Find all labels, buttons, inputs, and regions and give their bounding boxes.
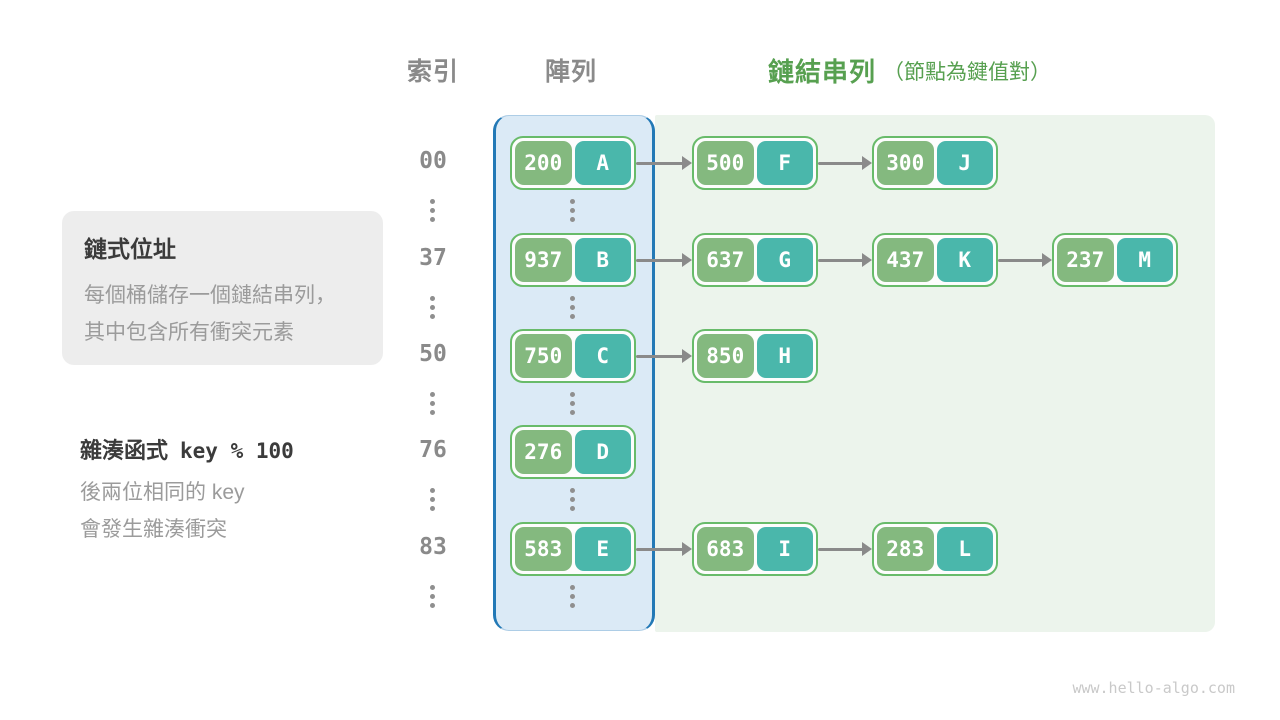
index-ellipsis-icon (430, 296, 435, 319)
arrow-shaft (818, 547, 865, 551)
node-key: 300 (877, 141, 934, 185)
next-pointer-arrow (818, 156, 872, 170)
arrow-shaft (818, 258, 865, 262)
next-pointer-arrow (818, 253, 872, 267)
arrow-shaft (818, 161, 865, 165)
arrowhead-icon (862, 253, 872, 267)
node-value: I (756, 527, 813, 571)
bucket-index-label: 37 (419, 245, 447, 271)
linked-list-column-header: 鏈結串列 （節點為鍵值對） (768, 52, 1051, 89)
index-ellipsis-icon (430, 585, 435, 608)
node-value: K (936, 238, 993, 282)
next-pointer-arrow (636, 253, 692, 267)
node-key: 683 (697, 527, 754, 571)
arrowhead-icon (682, 253, 692, 267)
next-pointer-arrow (636, 156, 692, 170)
arrowhead-icon (682, 349, 692, 363)
chaining-note-line: 其中包含所有衝突元素 (84, 321, 294, 344)
arrowhead-icon (862, 156, 872, 170)
arrow-shaft (998, 258, 1045, 262)
arrowhead-icon (1042, 253, 1052, 267)
hash-function-note: 雜湊函式 key % 100 後兩位相同的 key 會發生雜湊衝突 (80, 433, 294, 548)
hash-note-line: 後兩位相同的 key (80, 481, 245, 504)
linked-list-header-title: 鏈結串列 (768, 57, 877, 87)
node-value: C (574, 334, 631, 378)
hash-function-label: 雜湊函式 (80, 438, 169, 463)
array-ellipsis-icon (570, 296, 575, 319)
index-ellipsis-icon (430, 488, 435, 511)
arrow-shaft (636, 547, 685, 551)
chaining-note-line: 每個桶儲存一個鏈結串列， (84, 284, 336, 307)
arrow-shaft (636, 161, 685, 165)
arrowhead-icon (682, 156, 692, 170)
node-value: H (756, 334, 813, 378)
node-value: J (936, 141, 993, 185)
node-key: 500 (697, 141, 754, 185)
node-key: 200 (515, 141, 572, 185)
node-value: M (1116, 238, 1173, 282)
node-key: 276 (515, 430, 572, 474)
chaining-note-box: 鏈式位址 每個桶儲存一個鏈結串列， 其中包含所有衝突元素 (62, 211, 383, 365)
node-value: F (756, 141, 813, 185)
hash-function-title: 雜湊函式 key % 100 (80, 433, 294, 465)
node-value: D (574, 430, 631, 474)
arrowhead-icon (682, 542, 692, 556)
watermark: www.hello-algo.com (1072, 679, 1235, 697)
next-pointer-arrow (998, 253, 1052, 267)
arrow-shaft (636, 354, 685, 358)
index-column-header: 索引 (406, 58, 459, 86)
next-pointer-arrow (636, 349, 692, 363)
next-pointer-arrow (818, 542, 872, 556)
node-value: B (574, 238, 631, 282)
node-value: G (756, 238, 813, 282)
arrow-shaft (636, 258, 685, 262)
node-value: E (574, 527, 631, 571)
node-key: 237 (1057, 238, 1114, 282)
node-value: A (574, 141, 631, 185)
index-ellipsis-icon (430, 392, 435, 415)
array-ellipsis-icon (570, 585, 575, 608)
index-ellipsis-icon (430, 199, 435, 222)
array-column-header: 陣列 (544, 58, 597, 86)
hash-function-code: key % 100 (180, 439, 294, 463)
linked-list-header-note: （節點為鍵值對） (883, 60, 1052, 84)
arrowhead-icon (862, 542, 872, 556)
node-value: L (936, 527, 993, 571)
array-ellipsis-icon (570, 199, 575, 222)
node-key: 937 (515, 238, 572, 282)
bucket-index-label: 50 (419, 341, 447, 367)
node-key: 850 (697, 334, 754, 378)
array-ellipsis-icon (570, 392, 575, 415)
bucket-index-label: 76 (419, 437, 447, 463)
hash-note-line: 會發生雜湊衝突 (80, 518, 227, 541)
chaining-note-title: 鏈式位址 (84, 236, 176, 262)
bucket-index-label: 00 (419, 148, 447, 174)
node-key: 637 (697, 238, 754, 282)
node-key: 583 (515, 527, 572, 571)
node-key: 750 (515, 334, 572, 378)
node-key: 437 (877, 238, 934, 282)
array-ellipsis-icon (570, 488, 575, 511)
node-key: 283 (877, 527, 934, 571)
bucket-index-label: 83 (419, 534, 447, 560)
next-pointer-arrow (636, 542, 692, 556)
